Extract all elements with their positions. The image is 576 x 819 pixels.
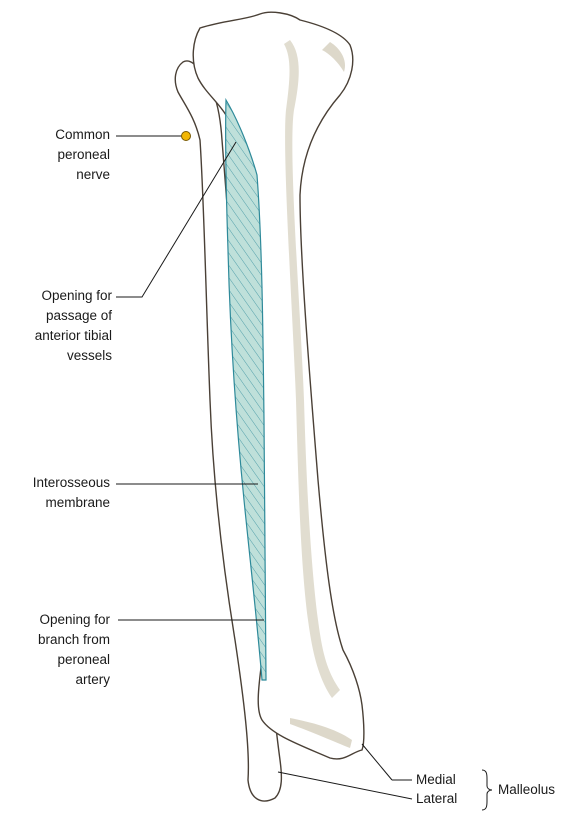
label-line: passage of bbox=[0, 306, 112, 326]
leader-lateral bbox=[278, 772, 412, 799]
label-medial: Medial bbox=[416, 770, 456, 790]
label-malleolus: Malleolus bbox=[498, 780, 555, 800]
label-line: peroneal bbox=[0, 650, 110, 670]
label-line: membrane bbox=[0, 493, 110, 513]
label-common-peroneal-nerve: Common peroneal nerve bbox=[0, 125, 110, 185]
label-line: nerve bbox=[0, 165, 110, 185]
label-line: Common bbox=[0, 125, 110, 145]
label-line: Interosseous bbox=[0, 473, 110, 493]
label-line: Opening for bbox=[0, 286, 112, 306]
label-line: peroneal bbox=[0, 145, 110, 165]
label-lateral: Lateral bbox=[416, 789, 457, 809]
leader-medial bbox=[362, 744, 392, 780]
label-line: artery bbox=[0, 670, 110, 690]
label-line: branch from bbox=[0, 630, 110, 650]
label-opening-anterior-tibial: Opening for passage of anterior tibial v… bbox=[0, 286, 112, 366]
label-line: vessels bbox=[0, 346, 112, 366]
label-line: anterior tibial bbox=[0, 326, 112, 346]
label-line: Opening for bbox=[0, 610, 110, 630]
malleolus-brace bbox=[482, 770, 492, 810]
common-peroneal-nerve-marker bbox=[182, 132, 191, 141]
label-opening-peroneal-branch: Opening for branch from peroneal artery bbox=[0, 610, 110, 690]
label-interosseous-membrane: Interosseous membrane bbox=[0, 473, 110, 513]
